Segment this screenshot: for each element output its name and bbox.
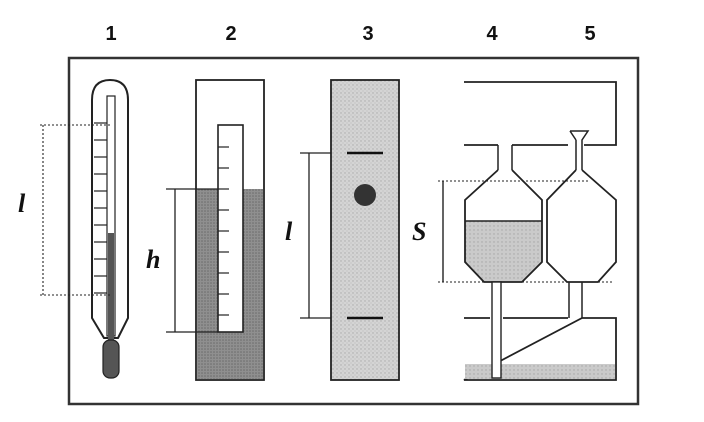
base-liquid [465, 364, 615, 379]
label-number-1: 1 [105, 23, 116, 45]
strip-with-drop: l [285, 79, 400, 381]
vessel-4-liquid [465, 221, 542, 282]
hourglass-apparatus: S [412, 81, 617, 381]
mercury-column [108, 233, 114, 341]
vessel-with-ruler: h [146, 79, 265, 381]
label-number-2: 2 [225, 23, 236, 45]
thermometer-dimension [40, 124, 110, 296]
height-symbol: h [146, 245, 160, 274]
strip-panel [330, 79, 400, 381]
label-number-4: 4 [486, 23, 498, 45]
ruler [217, 124, 244, 333]
s-dimension [438, 180, 612, 283]
thermometer-scale [94, 122, 107, 294]
thermometer: l [18, 78, 129, 379]
vessel-4-stem [491, 281, 502, 379]
height-dimension [166, 188, 218, 333]
ruler-scale [218, 146, 229, 316]
strip-dimension [300, 152, 331, 319]
top-reservoir [464, 81, 617, 146]
thermometer-tube [91, 78, 129, 339]
label-number-5: 5 [584, 23, 595, 45]
mercury-bulb [102, 339, 120, 379]
vessel-4 [464, 145, 543, 379]
vessel-5-body [546, 169, 617, 283]
strip-length-symbol: l [285, 217, 293, 246]
thermometer-length-symbol: l [18, 189, 26, 218]
vessel-5-funnel [569, 130, 590, 170]
label-number-3: 3 [362, 23, 373, 45]
vessel-5 [546, 130, 617, 318]
drop [354, 184, 376, 206]
s-symbol: S [412, 217, 426, 246]
outer-frame [67, 56, 640, 406]
bottom-base [463, 317, 617, 381]
